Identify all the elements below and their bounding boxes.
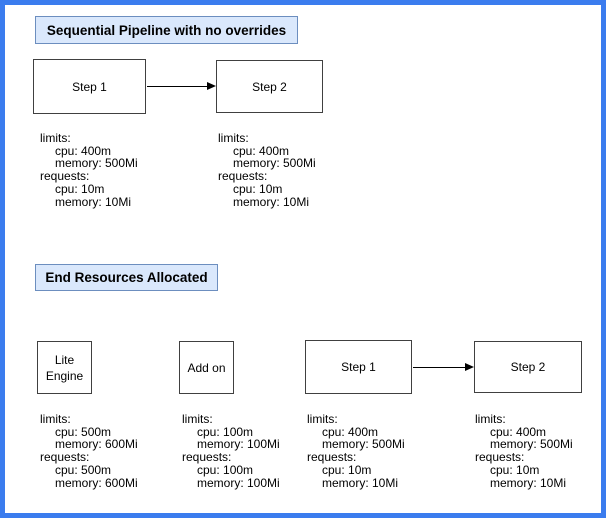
- resource-line: memory: 600Mi: [55, 475, 138, 490]
- resource-line: requests:: [475, 450, 525, 465]
- node-add-on: Add on: [179, 341, 234, 394]
- resource-line: memory: 100Mi: [197, 475, 280, 490]
- resource-line: cpu: 500m: [55, 462, 112, 477]
- resource-line: cpu: 400m: [233, 143, 290, 158]
- node-lite-engine: Lite Engine: [37, 341, 92, 394]
- resources-step1-pipeline: limits: cpu: 400m memory: 500Mi requests…: [40, 132, 138, 208]
- resource-line: limits:: [475, 412, 506, 426]
- resource-line: cpu: 400m: [55, 143, 112, 158]
- node-step1-pipeline: Step 1: [33, 59, 146, 114]
- resource-line: limits:: [40, 131, 71, 145]
- resource-line: memory: 10Mi: [490, 475, 567, 490]
- section-title-end-resources: End Resources Allocated: [35, 264, 218, 291]
- arrow-step1-to-step2-end: [413, 363, 474, 372]
- resource-line: limits:: [182, 412, 213, 426]
- resource-line: requests:: [218, 169, 268, 184]
- resource-line: limits:: [40, 412, 71, 426]
- resource-line: memory: 10Mi: [233, 194, 310, 209]
- resource-line: memory: 500Mi: [490, 437, 573, 452]
- resources-step1-end: limits: cpu: 400m memory: 500Mi requests…: [307, 413, 405, 489]
- resources-step2-end: limits: cpu: 400m memory: 500Mi requests…: [475, 413, 573, 489]
- resource-line: cpu: 400m: [322, 424, 379, 439]
- resource-line: requests:: [307, 450, 357, 465]
- resource-line: cpu: 100m: [197, 462, 254, 477]
- resource-line: limits:: [218, 131, 249, 145]
- resource-line: limits:: [307, 412, 338, 426]
- resources-step2-pipeline: limits: cpu: 400m memory: 500Mi requests…: [218, 132, 316, 208]
- resource-line: memory: 10Mi: [55, 194, 132, 209]
- resource-line: cpu: 500m: [55, 424, 112, 439]
- resource-line: cpu: 400m: [490, 424, 547, 439]
- resource-line: cpu: 10m: [233, 181, 283, 196]
- resources-add-on: limits: cpu: 100m memory: 100Mi requests…: [182, 413, 280, 489]
- node-step1-end: Step 1: [305, 340, 412, 394]
- resource-line: memory: 500Mi: [55, 156, 138, 171]
- node-step2-end: Step 2: [474, 341, 582, 393]
- resource-line: memory: 600Mi: [55, 437, 138, 452]
- arrow-step1-to-step2-pipeline: [147, 82, 216, 91]
- resource-line: cpu: 10m: [55, 181, 105, 196]
- arrow-head-icon: [207, 82, 216, 90]
- resource-line: requests:: [182, 450, 232, 465]
- node-step2-pipeline: Step 2: [216, 60, 323, 113]
- resource-line: memory: 500Mi: [322, 437, 405, 452]
- resource-line: requests:: [40, 450, 90, 465]
- section-title-sequential-pipeline: Sequential Pipeline with no overrides: [35, 16, 298, 44]
- resource-line: cpu: 10m: [322, 462, 372, 477]
- resource-line: memory: 500Mi: [233, 156, 316, 171]
- resource-line: cpu: 10m: [490, 462, 540, 477]
- arrow-shaft: [147, 86, 209, 87]
- resource-line: memory: 10Mi: [322, 475, 399, 490]
- resource-line: memory: 100Mi: [197, 437, 280, 452]
- resources-lite-engine: limits: cpu: 500m memory: 600Mi requests…: [40, 413, 138, 489]
- resource-line: cpu: 100m: [197, 424, 254, 439]
- arrow-shaft: [413, 367, 467, 368]
- arrow-head-icon: [465, 363, 474, 371]
- resource-line: requests:: [40, 169, 90, 184]
